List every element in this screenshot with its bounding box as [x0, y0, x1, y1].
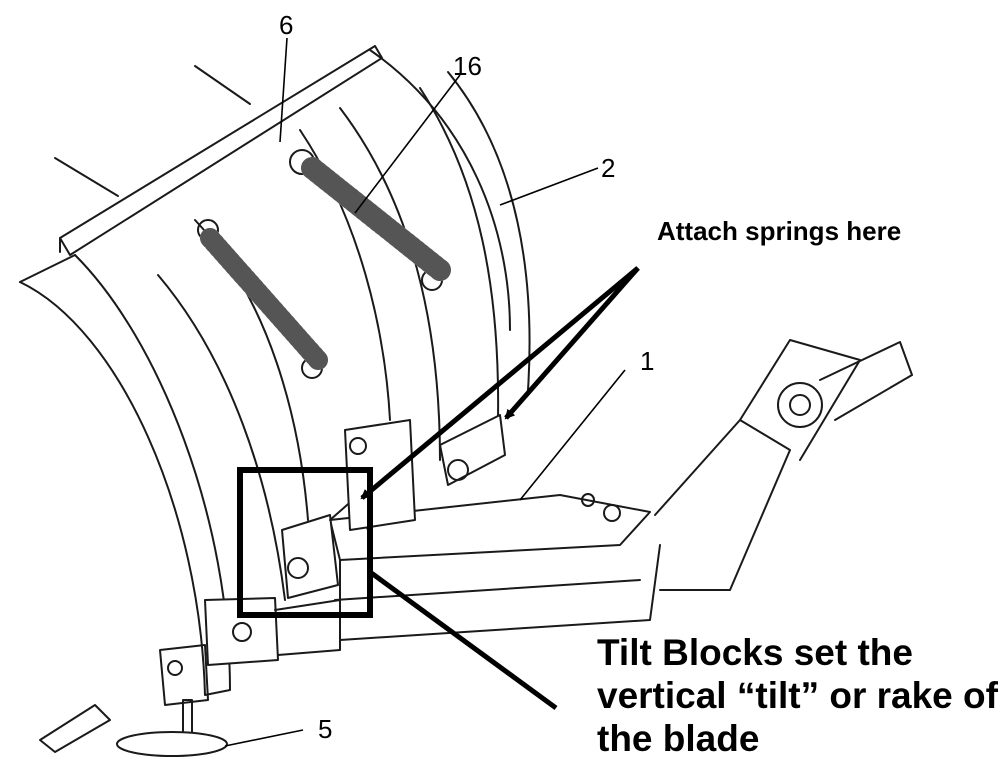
- leader-5: [224, 729, 304, 747]
- spring-lower: [197, 219, 328, 379]
- callout-5: 5: [318, 714, 333, 744]
- tilt-blocks-label: Tilt Blocks set the vertical “tilt” or r…: [597, 632, 998, 761]
- callout-16: 16: [453, 51, 482, 81]
- tilt-block-pointer-line: [368, 569, 558, 711]
- attach-springs-label: Attach springs here: [657, 216, 902, 246]
- callout-leaders: [224, 37, 626, 747]
- rail-rods: [54, 65, 251, 197]
- tilt-blocks-label-line-3: the blade: [597, 717, 760, 759]
- tilt-block-highlight-box: [237, 467, 373, 618]
- spring-upper: [289, 149, 451, 291]
- push-frame: [329, 339, 913, 641]
- callout-1: 1: [640, 346, 655, 376]
- tilt-block-right: [439, 414, 506, 486]
- center-post: [344, 419, 416, 531]
- callout-2: 2: [601, 153, 616, 183]
- shoe-stand: [39, 699, 228, 757]
- arrow-to-left-tilt-block: [360, 266, 640, 500]
- plow-line-art: [19, 45, 913, 757]
- tilt-block-left: [281, 497, 369, 599]
- arrow-to-right-tilt-block: [504, 266, 640, 420]
- top-rail: [59, 45, 383, 256]
- annotation-arrows: [360, 266, 640, 711]
- leader-6: [279, 37, 288, 143]
- leader-1: [519, 369, 626, 501]
- leader-16: [354, 74, 461, 214]
- callout-6: 6: [279, 10, 294, 40]
- tilt-blocks-label-line-2: vertical “tilt” or rake of: [597, 674, 998, 716]
- leader-2: [499, 167, 599, 206]
- tilt-blocks-label-line-1: Tilt Blocks set the: [597, 632, 913, 673]
